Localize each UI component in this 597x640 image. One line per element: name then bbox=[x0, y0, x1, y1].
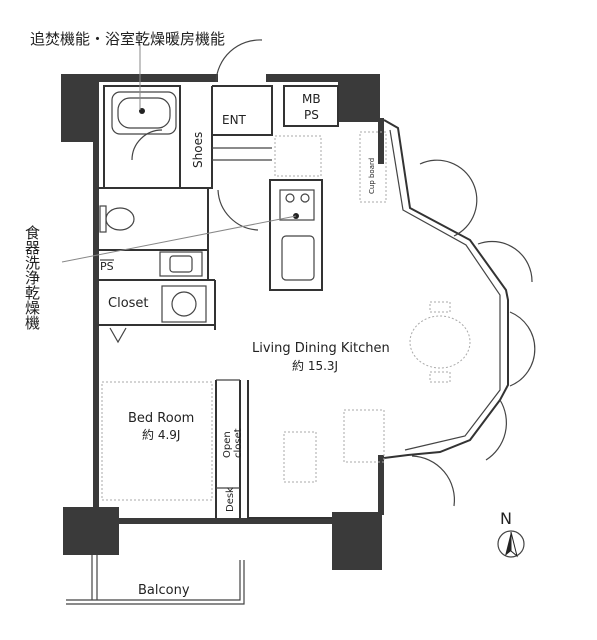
dishwasher-note: 食器洗浄乾燥機 bbox=[23, 225, 41, 331]
ps-label: PS bbox=[100, 260, 114, 273]
living-room-name: Living Dining Kitchen bbox=[252, 341, 390, 356]
mb-ps-label-2: PS bbox=[304, 108, 319, 122]
balcony-outline bbox=[66, 555, 245, 605]
balcony-label: Balcony bbox=[138, 583, 190, 598]
closet-label: Closet bbox=[108, 296, 149, 311]
doors bbox=[100, 39, 263, 344]
bathtub bbox=[111, 91, 177, 135]
furniture bbox=[101, 131, 471, 501]
washbasin bbox=[159, 251, 203, 277]
living-room-size: 約 15.3J bbox=[292, 358, 338, 373]
kitchen-equipment bbox=[279, 189, 315, 281]
bath-feature-note: 追焚機能・浴室乾燥暖房機能 bbox=[30, 30, 225, 48]
toilet bbox=[99, 205, 135, 233]
open-closet-label-2: closet bbox=[233, 428, 244, 458]
north-arrow bbox=[497, 530, 525, 558]
leader-lines bbox=[61, 44, 297, 263]
entrance-label: ENT bbox=[222, 113, 247, 127]
open-closet-label-1: Open bbox=[222, 431, 233, 458]
bedroom-name: Bed Room bbox=[128, 411, 194, 426]
cupboard-label: Cup board bbox=[368, 158, 376, 194]
interior-walls bbox=[98, 85, 339, 519]
north-label: N bbox=[500, 509, 512, 528]
bedroom-size: 約 4.9J bbox=[142, 427, 180, 442]
shoes-label: Shoes bbox=[191, 132, 205, 168]
mb-ps-label-1: MB bbox=[302, 92, 321, 106]
desk-label: Desk bbox=[225, 487, 236, 512]
bay-window bbox=[383, 119, 536, 507]
outer-walls bbox=[61, 74, 384, 570]
washing-machine bbox=[161, 285, 207, 323]
